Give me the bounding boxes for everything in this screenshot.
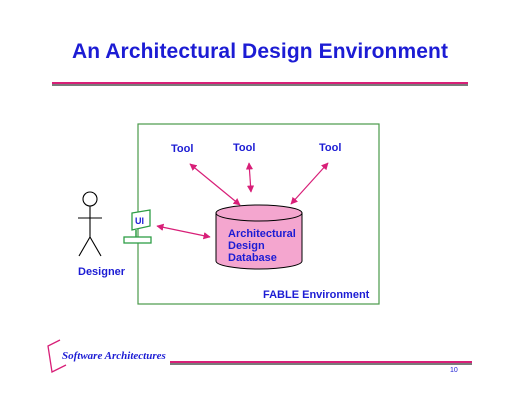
footer-logo-text: Software Architectures bbox=[62, 350, 166, 362]
arrow-ui-database bbox=[156, 223, 211, 240]
slide-title: An Architectural Design Environment bbox=[71, 40, 449, 63]
database-label: Architectural Design Database bbox=[228, 228, 296, 264]
database-label-line-3: Database bbox=[228, 252, 277, 264]
database-label-line-1: Architectural bbox=[228, 228, 296, 240]
designer-icon bbox=[78, 191, 102, 257]
monitor-icon bbox=[123, 209, 152, 244]
arrow-tool1-database bbox=[189, 163, 241, 206]
tool-label-1: Tool bbox=[171, 143, 194, 155]
environment-label: FABLE Environment bbox=[263, 289, 370, 301]
page-number: 10 bbox=[450, 367, 458, 374]
designer-label: Designer bbox=[78, 266, 126, 278]
title-divider bbox=[52, 82, 468, 84]
database-label-line-2: Design bbox=[228, 240, 265, 252]
footer-logo-mark bbox=[47, 339, 67, 373]
database-icon bbox=[215, 204, 303, 270]
arrow-tool2-database bbox=[245, 162, 255, 193]
arrow-tool3-database bbox=[290, 162, 329, 205]
tool-label-2: Tool bbox=[233, 142, 256, 154]
footer-divider bbox=[170, 361, 472, 363]
ui-label: UI bbox=[135, 216, 144, 226]
tool-label-3: Tool bbox=[319, 142, 342, 154]
